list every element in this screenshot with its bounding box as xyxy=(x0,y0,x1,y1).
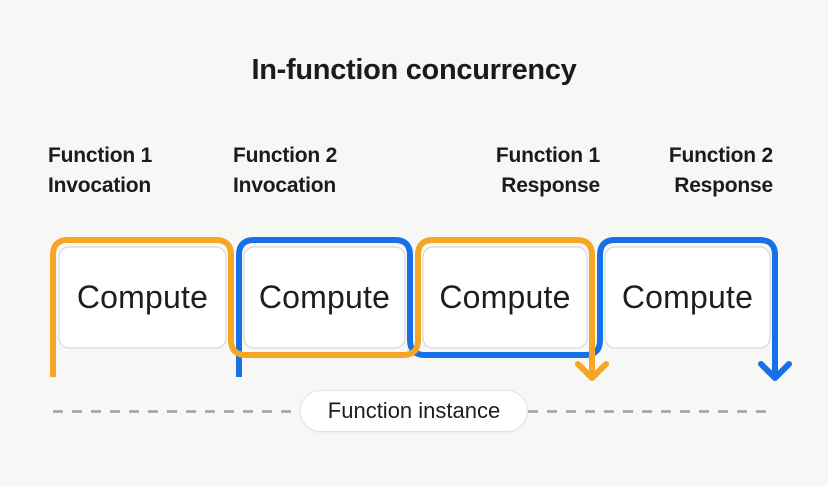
compute-box-4 xyxy=(604,246,771,349)
function-2-timeline-path xyxy=(236,237,778,377)
label-line-2: Response xyxy=(501,174,600,197)
label-line-1: Function 2 xyxy=(233,144,338,167)
label-line-2: Response xyxy=(674,174,773,197)
label-function-2-invocation: Function 2 Invocation xyxy=(233,141,337,201)
compute-box-4-label: Compute xyxy=(621,279,754,315)
function-instance-label: Function instance xyxy=(327,398,501,423)
compute-box-3-label: Compute xyxy=(439,279,571,315)
label-line-1: Function 1 xyxy=(48,144,153,167)
compute-box-2 xyxy=(243,246,406,349)
compute-box-1-label: Compute xyxy=(76,279,209,315)
compute-box-1 xyxy=(58,246,227,349)
label-function-1-invocation: Function 1 Invocation xyxy=(48,141,152,201)
function-2-arrow-down-icon xyxy=(758,361,792,381)
page-title: In-function concurrency xyxy=(251,54,577,86)
label-line-1: Function 2 xyxy=(668,144,773,167)
compute-box-3 xyxy=(422,246,588,349)
label-line-1: Function 1 xyxy=(495,144,600,167)
label-function-1-response: Function 1 Response xyxy=(496,141,600,201)
label-function-2-response: Function 2 Response xyxy=(669,141,773,201)
function-1-timeline-path xyxy=(50,237,595,377)
function-1-arrow-down-icon xyxy=(575,361,609,381)
function-instance-pill: Function instance xyxy=(299,390,529,432)
label-line-2: Invocation xyxy=(48,174,152,197)
compute-box-2-label: Compute xyxy=(258,279,391,315)
label-line-2: Invocation xyxy=(233,174,337,197)
